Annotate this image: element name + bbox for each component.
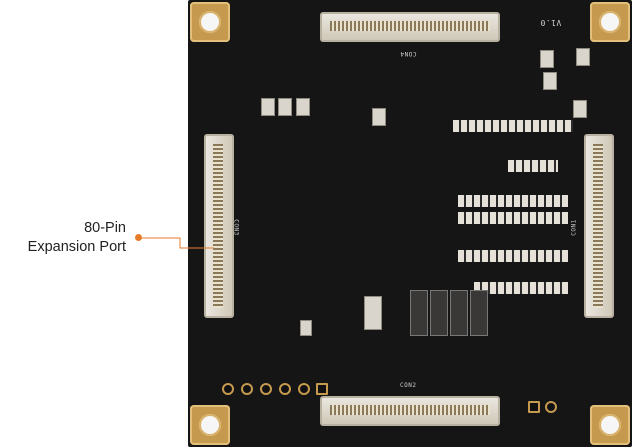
resistor-array (458, 195, 568, 207)
resistor-array (458, 212, 568, 224)
resistor-array (474, 282, 568, 294)
via-pad (316, 383, 328, 395)
circuit-board: V1.0 CON4 CON2 CON3 CON1 (188, 0, 632, 447)
capacitor (372, 108, 386, 126)
capacitor (300, 320, 312, 336)
inductor (450, 290, 468, 336)
mounting-pad-bottom-right (590, 405, 630, 445)
resistor-array (453, 120, 573, 132)
via-pad (260, 383, 272, 395)
inductor (430, 290, 448, 336)
capacitor (278, 98, 292, 116)
capacitor (296, 98, 310, 116)
inductor (410, 290, 428, 336)
mounting-pad-top-right (590, 2, 630, 42)
mounting-pad-bottom-left (190, 405, 230, 445)
via-pad (222, 383, 234, 395)
connector-bottom (320, 396, 500, 426)
via-pad (241, 383, 253, 395)
connector-right (584, 134, 614, 318)
callout-label-line1: 80-Pin (84, 220, 126, 236)
mounting-pad-top-left (190, 2, 230, 42)
con-bottom-silkscreen: CON2 (400, 382, 417, 389)
capacitor (543, 72, 557, 90)
via-pad (279, 383, 291, 395)
connector-left-expansion-port (204, 134, 234, 318)
connector-top (320, 12, 500, 42)
resistor-array (508, 160, 558, 172)
callout-label-line2: Expansion Port (27, 239, 126, 255)
inductor (470, 290, 488, 336)
via-pad (545, 401, 557, 413)
via-pad (298, 383, 310, 395)
capacitor (540, 50, 554, 68)
resistor-array (458, 250, 568, 262)
callout-dot (135, 234, 142, 241)
inductor (364, 296, 382, 330)
via-pad (528, 401, 540, 413)
capacitor (573, 100, 587, 118)
capacitor (576, 48, 590, 66)
capacitor (261, 98, 275, 116)
